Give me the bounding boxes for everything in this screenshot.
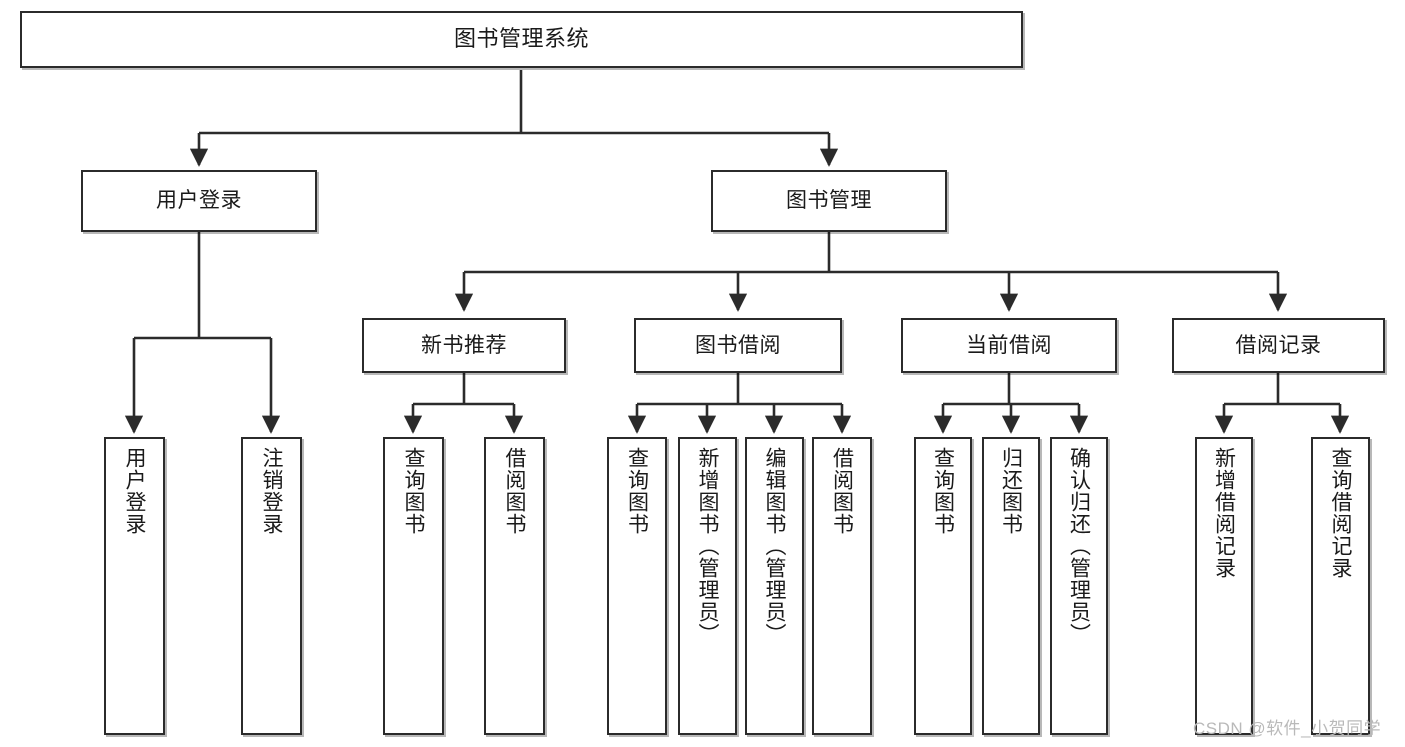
node-label: 查询图书 (402, 447, 425, 535)
node-new-book-recommend[interactable]: 新书推荐 (362, 318, 566, 373)
node-label: 查询借阅记录 (1329, 447, 1352, 579)
node-label: 新书推荐 (421, 333, 507, 357)
node-label: 图书管理系统 (453, 26, 589, 52)
node-label: 新增图书（管理员） (696, 447, 719, 645)
leaf-br-query-record[interactable]: 查询借阅记录 (1311, 437, 1370, 735)
leaf-nb-query-book[interactable]: 查询图书 (383, 437, 444, 735)
leaf-cb-query-book[interactable]: 查询图书 (914, 437, 972, 735)
leaf-br-add-record[interactable]: 新增借阅记录 (1195, 437, 1253, 735)
watermark-text: CSDN @软件_小贺同学 (1193, 719, 1382, 738)
leaf-bb-edit-book-admin[interactable]: 编辑图书（管理员） (745, 437, 804, 735)
node-label: 用户登录 (156, 189, 242, 213)
leaf-logout[interactable]: 注销登录 (241, 437, 302, 735)
leaf-user-login[interactable]: 用户登录 (104, 437, 165, 735)
node-label: 查询图书 (931, 447, 955, 535)
leaf-cb-confirm-return-admin[interactable]: 确认归还（管理员） (1050, 437, 1108, 735)
node-label: 确认归还（管理员） (1067, 447, 1091, 645)
leaf-nb-borrow-book[interactable]: 借阅图书 (484, 437, 545, 735)
node-label: 新增借阅记录 (1212, 447, 1236, 579)
node-label: 注销登录 (260, 447, 283, 535)
node-book-management[interactable]: 图书管理 (711, 170, 947, 232)
node-book-borrow[interactable]: 图书借阅 (634, 318, 842, 373)
node-borrow-record[interactable]: 借阅记录 (1172, 318, 1385, 373)
leaf-bb-query-book[interactable]: 查询图书 (607, 437, 667, 735)
node-label: 当前借阅 (966, 333, 1052, 357)
node-label: 编辑图书（管理员） (763, 447, 786, 645)
node-label: 借阅图书 (503, 447, 526, 535)
leaf-cb-return-book[interactable]: 归还图书 (982, 437, 1040, 735)
node-label: 借阅图书 (830, 447, 854, 535)
node-label: 图书管理 (786, 189, 872, 213)
node-current-borrow[interactable]: 当前借阅 (901, 318, 1117, 373)
node-label: 借阅记录 (1235, 333, 1322, 357)
node-label: 归还图书 (999, 447, 1023, 535)
node-user-login[interactable]: 用户登录 (81, 170, 317, 232)
node-root-book-management-system[interactable]: 图书管理系统 (20, 11, 1023, 68)
node-label: 用户登录 (123, 447, 146, 535)
node-label: 查询图书 (625, 447, 649, 535)
leaf-bb-borrow-book[interactable]: 借阅图书 (812, 437, 872, 735)
node-label: 图书借阅 (695, 333, 781, 357)
leaf-bb-add-book-admin[interactable]: 新增图书（管理员） (678, 437, 737, 735)
